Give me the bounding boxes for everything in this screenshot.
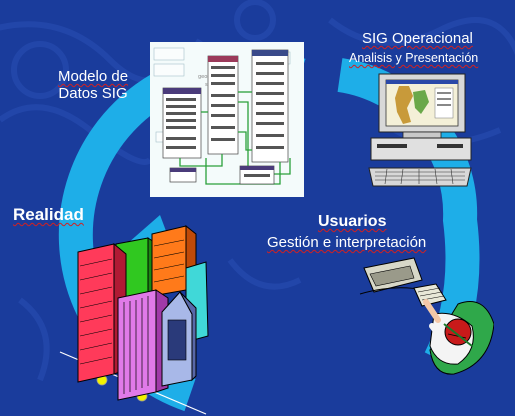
city-buildings-icon [59,224,209,415]
label-gestion-interpretacion: Gestión e interpretación [267,234,427,251]
label-modelo-line2: Datos SIG [58,85,128,103]
label-realidad: Realidad [13,205,84,224]
label-usuarios: Usuarios [318,213,387,230]
label-modelo-datos: Modelo de Datos SIG [58,68,128,103]
desktop-computer-icon [368,73,472,187]
user-at-desk-icon [359,257,494,375]
label-sig-operacional: SIG Operacional [362,30,473,47]
data-model-diagram-icon: The geodatabase structure [150,42,304,197]
data-model-panel: The geodatabase structure [150,42,304,197]
label-analisis-presentacion: Analisis y Presentación [349,51,479,65]
label-modelo-line1: Modelo de [58,68,129,85]
